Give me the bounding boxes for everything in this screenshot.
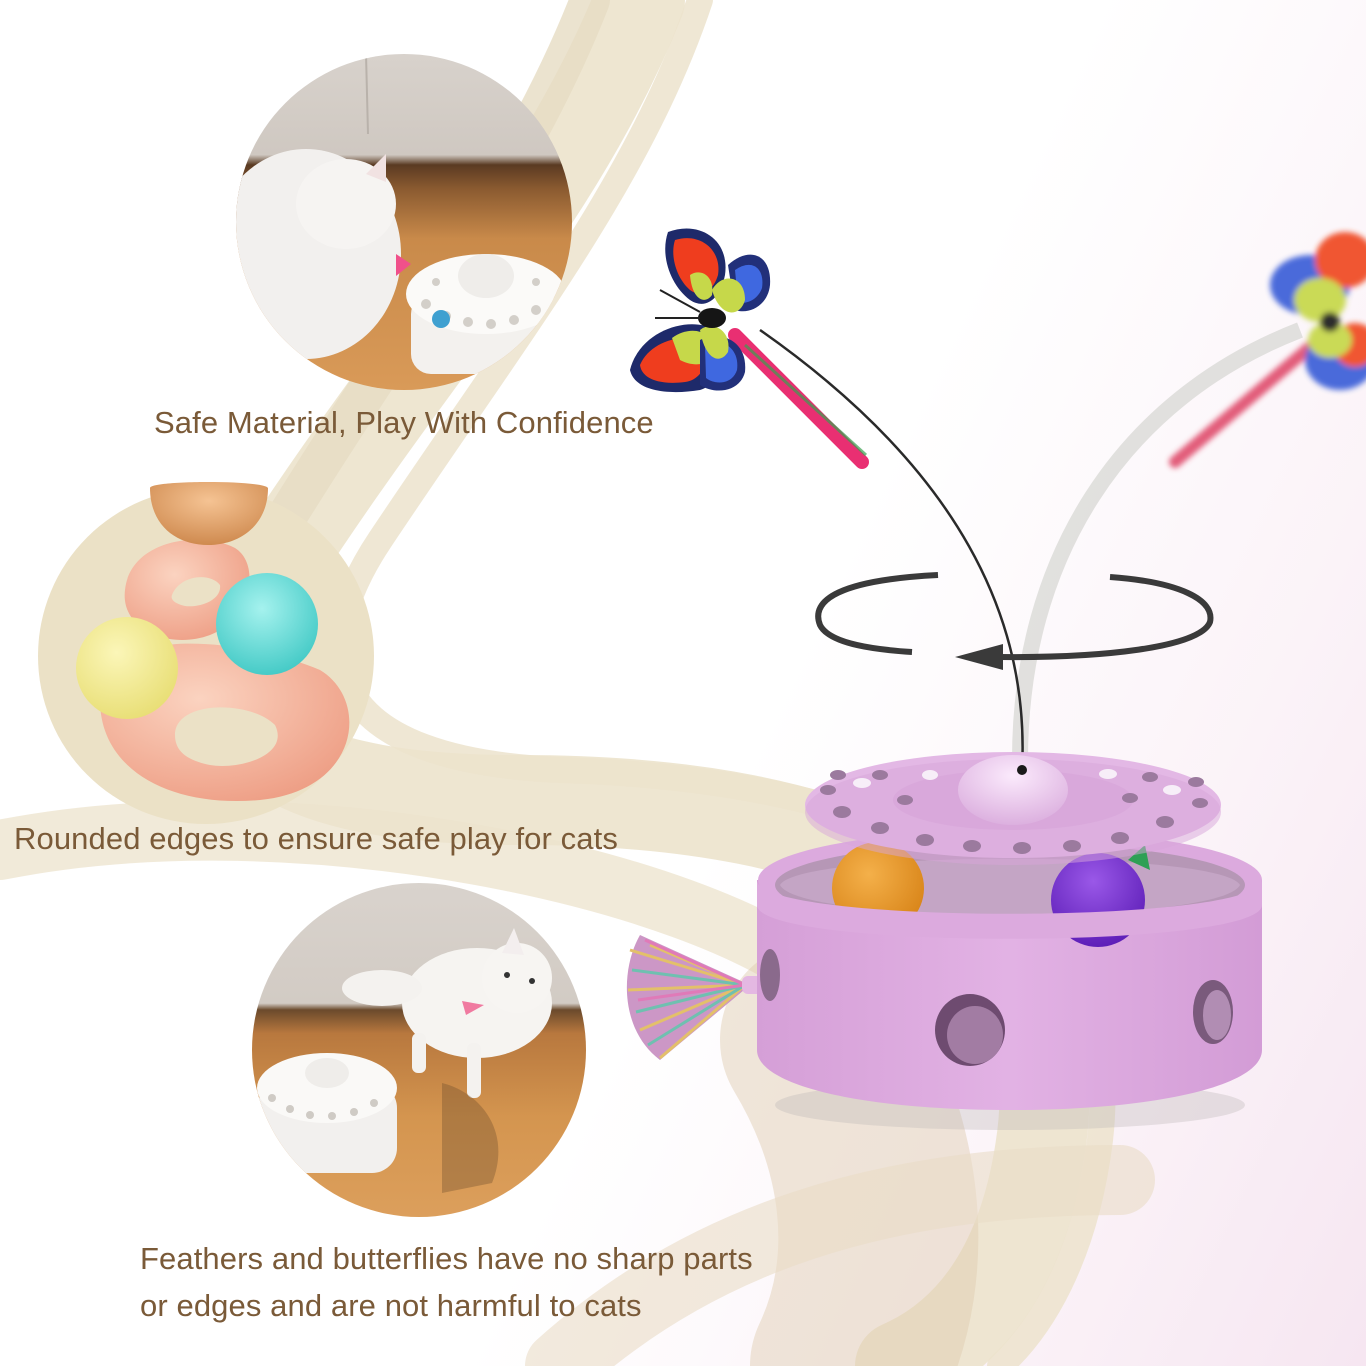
rotate-arrow-icon (815, 572, 1214, 670)
feature-photo-cat-playing (236, 54, 572, 390)
cat-and-toy-illustration (236, 54, 566, 374)
tinsel-tassel (626, 935, 772, 1060)
feature-caption-feathers-line1: Feathers and butterflies have no sharp p… (140, 1241, 753, 1276)
feature-caption-rounded-edges: Rounded edges to ensure safe play for ca… (14, 821, 618, 856)
feature-caption-feathers-line2: or edges and are not harmful to cats (140, 1288, 642, 1323)
cat-jumping-illustration (257, 928, 552, 1193)
feature-photo-cat-jumping (252, 883, 586, 1217)
feature-caption-safe-material: Safe Material, Play With Confidence (154, 405, 654, 440)
butterfly-motion-blur (1169, 232, 1366, 468)
butterfly-wand (630, 228, 869, 469)
